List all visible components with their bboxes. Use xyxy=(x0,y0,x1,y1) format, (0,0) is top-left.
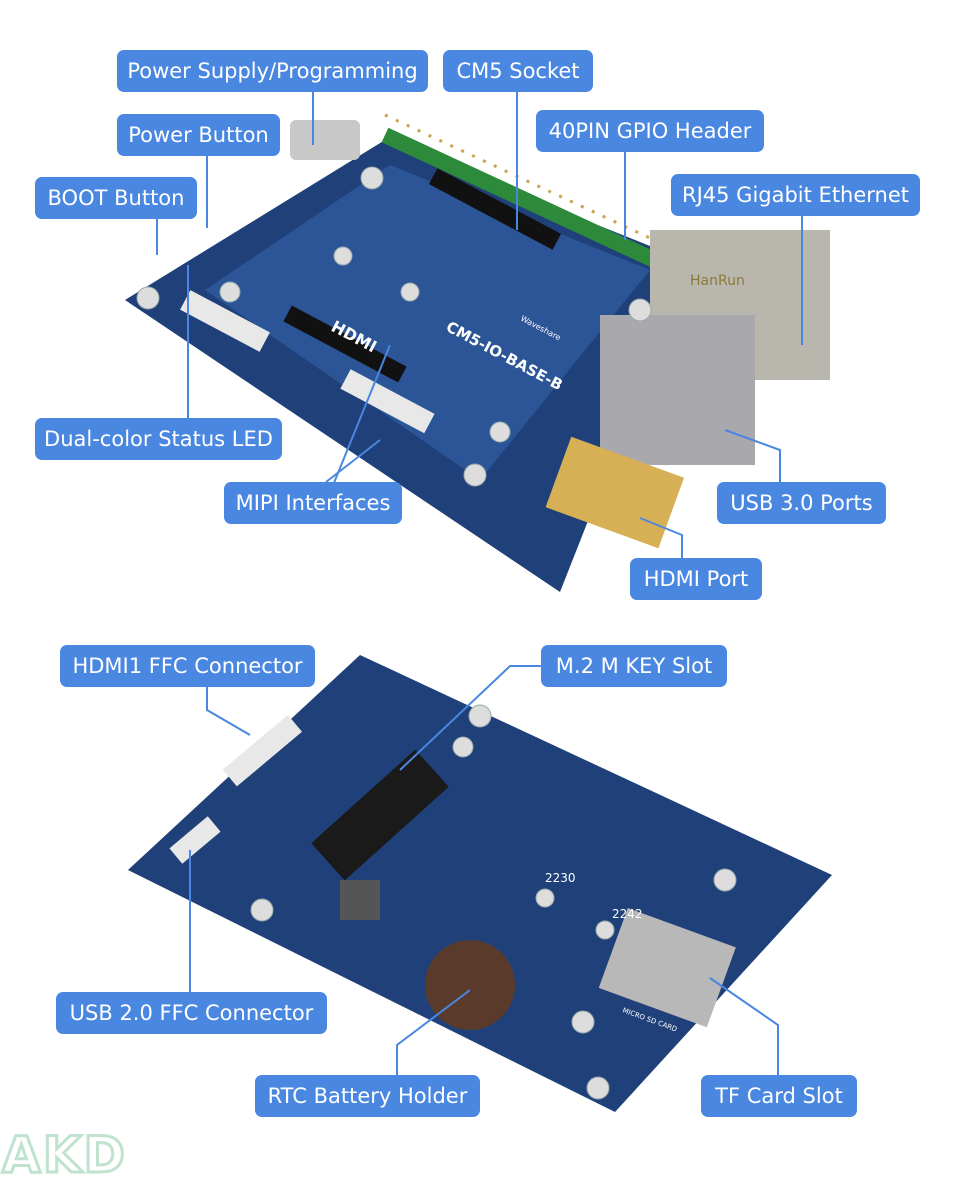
label-rtc: RTC Battery Holder xyxy=(255,1075,480,1117)
akd-watermark-logo: AKD xyxy=(1,1125,127,1180)
usb2-ffc-connector xyxy=(169,816,221,864)
rtc-battery-holder xyxy=(425,940,515,1030)
mounting-holes xyxy=(136,166,652,487)
label-hdmi-port: HDMI Port xyxy=(630,558,762,600)
label-power-supply: Power Supply/Programming xyxy=(117,50,428,92)
label-power-button: Power Button xyxy=(117,114,280,156)
label-usb3: USB 3.0 Ports xyxy=(717,482,886,524)
hdmi1-ffc-connector xyxy=(222,714,303,787)
m2-slot xyxy=(311,749,449,881)
usb-c-port xyxy=(290,120,360,160)
label-m2-slot: M.2 M KEY Slot xyxy=(541,645,727,687)
gpio-header xyxy=(381,113,669,273)
label-status-led: Dual-color Status LED xyxy=(35,418,282,460)
usb3-ports xyxy=(600,315,755,465)
leader-lines xyxy=(156,92,803,1075)
label-mipi: MIPI Interfaces xyxy=(224,482,402,524)
silk-2242: 2242 xyxy=(612,907,643,921)
hdmi-port xyxy=(545,436,685,549)
silk-2230: 2230 xyxy=(545,871,576,885)
label-hdmi1-ffc: HDMI1 FFC Connector xyxy=(60,645,315,687)
mounting-holes xyxy=(250,704,737,1100)
cm5-socket-connector xyxy=(428,168,562,250)
inductor xyxy=(340,880,380,920)
label-usb2-ffc: USB 2.0 FFC Connector xyxy=(56,992,327,1034)
label-boot-button: BOOT Button xyxy=(35,177,197,219)
label-gpio-header: 40PIN GPIO Header xyxy=(536,110,764,152)
tf-card-slot xyxy=(598,908,736,1028)
cm5-area xyxy=(205,165,650,480)
mipi-connector xyxy=(180,290,270,352)
cm5-socket-connector xyxy=(283,305,407,383)
rj45-brand: HanRun xyxy=(690,273,745,289)
mipi-connector xyxy=(340,369,435,434)
label-cm5-socket: CM5 Socket xyxy=(443,50,593,92)
label-tf-card: TF Card Slot xyxy=(701,1075,857,1117)
label-rj45: RJ45 Gigabit Ethernet xyxy=(671,174,920,216)
